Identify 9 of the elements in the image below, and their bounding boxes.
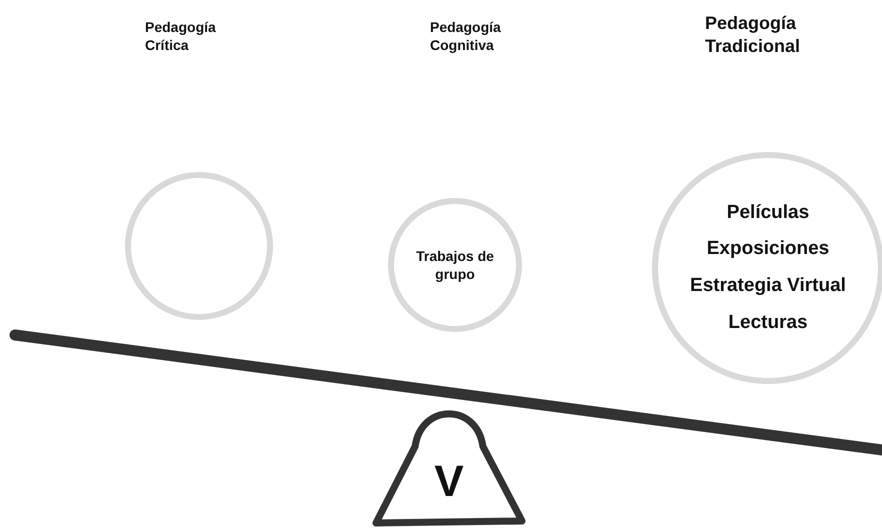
column-heading: Pedagogía Tradicional bbox=[705, 12, 802, 58]
node-text: Lecturas bbox=[728, 310, 808, 335]
node-text: Películas bbox=[726, 200, 810, 225]
column-heading: Pedagogía Cognitiva bbox=[430, 18, 502, 54]
column-heading: Pedagogía Crítica bbox=[145, 18, 217, 54]
node-text: V bbox=[434, 456, 464, 508]
node-text: Trabajos de grupo bbox=[415, 246, 495, 284]
node-text: Exposiciones bbox=[706, 237, 830, 262]
node-text: Estrategia Virtual bbox=[690, 274, 846, 298]
